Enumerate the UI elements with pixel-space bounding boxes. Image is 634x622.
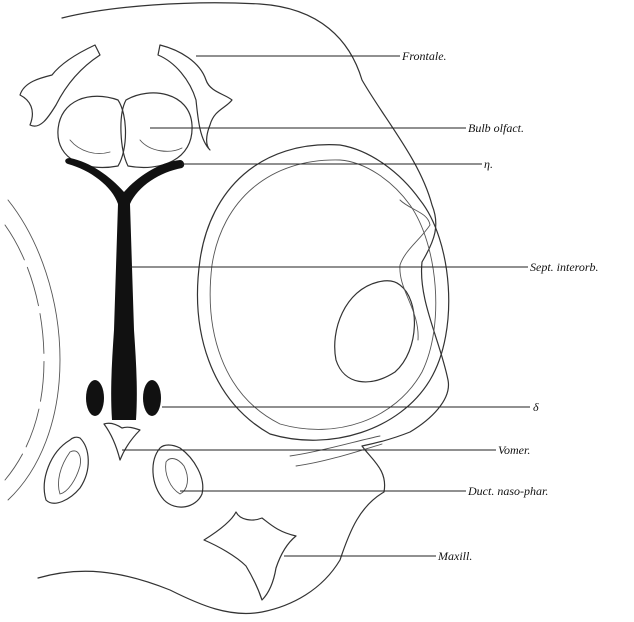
olfactory-bulb-right [121, 93, 192, 168]
naso-phar-left-inner [58, 451, 80, 494]
frontale-right [158, 45, 232, 150]
label-bulb-olfact: Bulb olfact. [468, 121, 524, 135]
label-maxill: Maxill. [437, 549, 472, 563]
left-arc-outer [8, 200, 60, 500]
vomer [104, 423, 140, 460]
head-outline [38, 3, 448, 614]
label-duct-naso-phar: Duct. naso-phar. [467, 484, 548, 498]
interorbital-septum [65, 158, 184, 420]
delta-cartilage-left [86, 380, 104, 416]
orbit-inner [210, 160, 436, 429]
label-vomer: Vomer. [498, 443, 530, 457]
label-delta: δ [533, 400, 539, 414]
left-arc-inner [5, 225, 44, 480]
naso-phar-right-inner [166, 459, 188, 494]
olfactory-bulb-right-inner [140, 140, 182, 151]
label-frontale: Frontale. [401, 49, 447, 63]
orbit-outer [198, 145, 449, 441]
naso-phar-left [44, 437, 88, 503]
lens [335, 281, 415, 382]
delta-cartilage-right [143, 380, 161, 416]
olfactory-bulb-left [58, 96, 126, 167]
naso-phar-right [153, 445, 203, 507]
frontale-left [20, 45, 100, 126]
maxilla [204, 512, 296, 600]
label-sept-interorb: Sept. interorb. [530, 260, 599, 274]
label-eta: η. [484, 157, 493, 171]
olfactory-bulb-left-inner [70, 140, 110, 154]
